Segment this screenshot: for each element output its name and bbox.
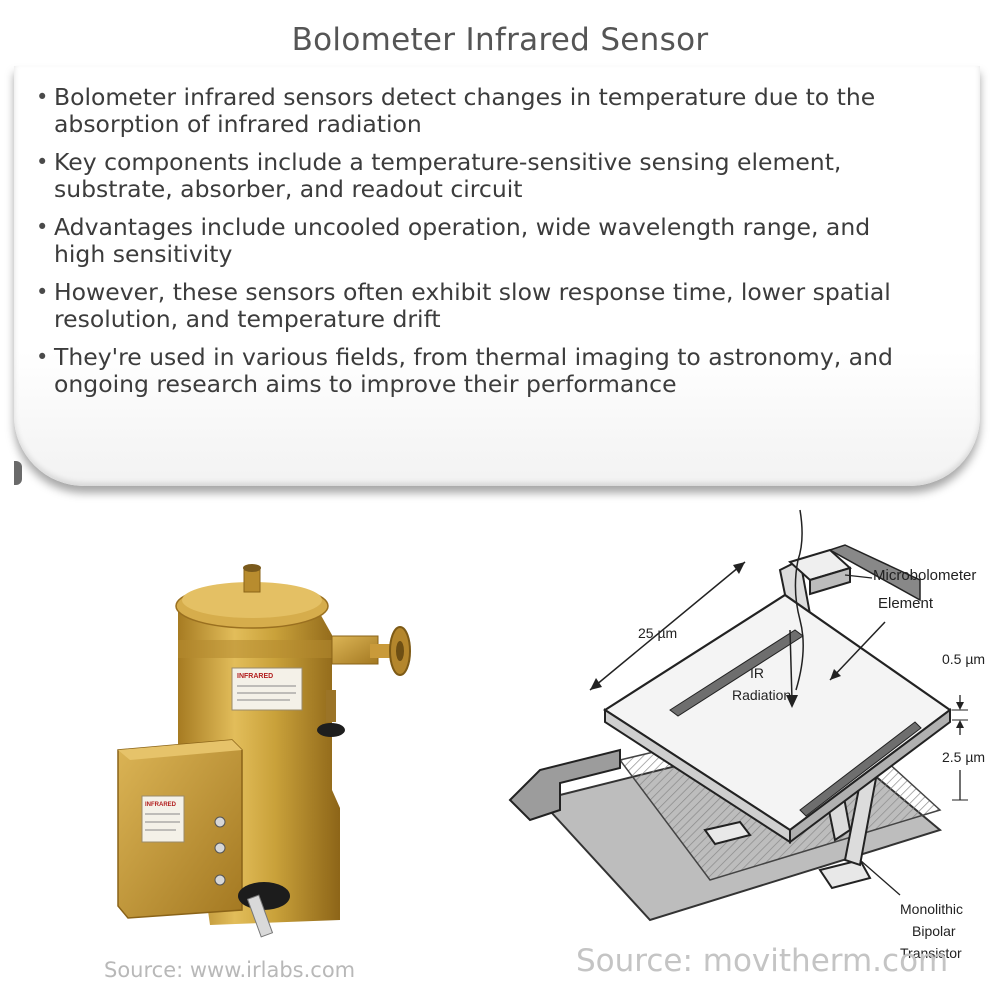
label-element: Element: [878, 595, 934, 612]
label-radiation: Radiation: [732, 687, 791, 703]
dewar-label: [231, 667, 303, 711]
lead-wire: [794, 509, 804, 691]
bullet-item: Bolometer infrared sensors detect change…: [36, 84, 936, 137]
black-knob: [317, 723, 345, 737]
bullet-item: Advantages include uncooled operation, w…: [36, 214, 936, 267]
source-caption-right: Source: movitherm.com: [576, 943, 949, 979]
label-transistor: Transistor: [900, 945, 962, 961]
bullet-item: However, these sensors often exhibit slo…: [36, 279, 936, 332]
left-contact: [508, 748, 621, 822]
label-microbolometer: Microbolometer: [873, 567, 976, 584]
label-ir: IR: [750, 665, 764, 681]
source-caption-left: Source: www.irlabs.com: [104, 958, 356, 982]
bullet-text-line1: However, these sensors often exhibit slo…: [54, 278, 891, 306]
bolometer-photo: INFRARED INFRARED: [117, 564, 411, 938]
bullet-text-line1: Key components include a temperature-sen…: [54, 148, 842, 176]
bullet-text-line1: Bolometer infrared sensors detect change…: [54, 83, 876, 111]
label-monolithic: Monolithic: [900, 901, 963, 917]
bullet-item: They're used in various fields, from the…: [36, 344, 936, 397]
bullet-item: Key components include a temperature-sen…: [36, 149, 936, 202]
bullet-text-line2: substrate, absorber, and readout circuit: [54, 174, 523, 203]
box-label: [141, 795, 185, 843]
page-title: Bolometer Infrared Sensor: [291, 22, 709, 58]
connector-icon: [214, 874, 226, 886]
bullet-text-line2: ongoing research aims to improve their p…: [54, 369, 677, 398]
bullet-text-line1: They're used in various fields, from the…: [54, 343, 893, 371]
label-size: 25 µm: [638, 625, 677, 641]
bullet-text-line1: Advantages include uncooled operation, w…: [54, 213, 871, 241]
connector-icon: [214, 816, 226, 828]
label-gap: 2.5 µm: [942, 749, 985, 765]
label-bipolar: Bipolar: [912, 923, 956, 939]
bullet-text-line2: absorption of infrared radiation: [54, 109, 422, 138]
bullet-text-line2: high sensitivity: [54, 239, 233, 268]
connector-icon: [214, 842, 226, 854]
window-port: [238, 882, 290, 910]
label-brand: INFRARED: [237, 673, 273, 680]
label-thickness: 0.5 µm: [942, 651, 985, 667]
box-label-brand: INFRARED: [145, 802, 177, 808]
microbolometer-diagram: Microbolometer Element IR Radiation 25 µ…: [508, 509, 985, 961]
bullet-list: Bolometer infrared sensors detect change…: [36, 84, 936, 409]
card-edge-marker: [14, 461, 22, 485]
bullet-text-line2: resolution, and temperature drift: [54, 304, 441, 333]
